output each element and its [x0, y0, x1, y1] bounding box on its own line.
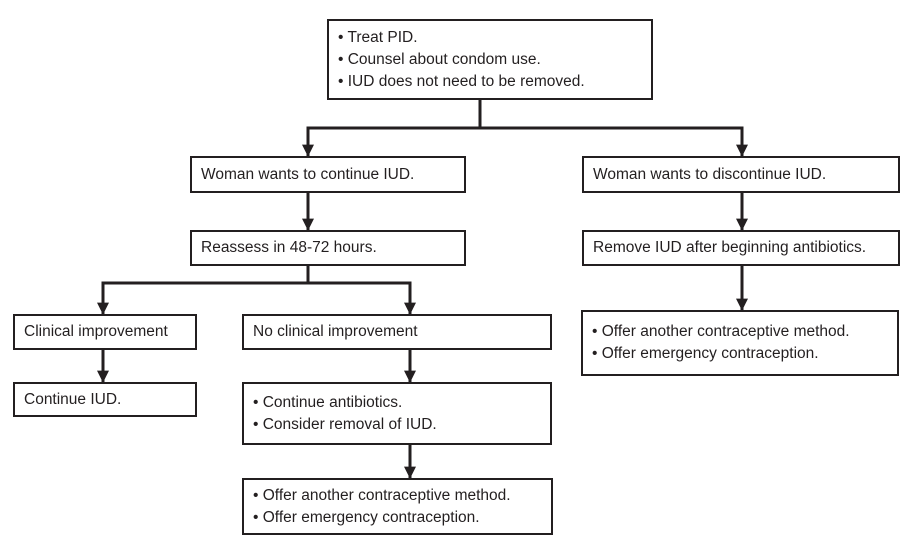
node-line: • IUD does not need to be removed. — [338, 72, 585, 90]
node-line: Reassess in 48-72 hours. — [201, 239, 377, 256]
node-treat-pid: • Treat PID. • Counsel about condom use.… — [327, 19, 653, 100]
node-continue-iud: Continue IUD. — [13, 382, 197, 417]
node-line: • Consider removal of IUD. — [253, 415, 437, 433]
connector-to-no-clinical-improvement — [308, 281, 416, 315]
node-offer-after-removal: • Offer another contraceptive method. • … — [581, 310, 899, 376]
node-line: • Offer emergency contraception. — [253, 508, 480, 526]
connector-to-wants-continue — [302, 126, 480, 157]
node-remove-iud: Remove IUD after beginning antibiotics. — [582, 230, 900, 266]
node-reassess: Reassess in 48-72 hours. — [190, 230, 466, 266]
node-line: Remove IUD after beginning antibiotics. — [593, 239, 867, 256]
node-line: No clinical improvement — [253, 323, 418, 340]
node-clinical-improvement: Clinical improvement — [13, 314, 197, 350]
node-line: • Treat PID. — [338, 28, 418, 46]
node-line: • Offer emergency contraception. — [592, 345, 819, 362]
node-line: Clinical improvement — [24, 323, 168, 340]
node-wants-discontinue: Woman wants to discontinue IUD. — [582, 156, 900, 193]
node-line: Continue IUD. — [24, 390, 122, 408]
node-line: Woman wants to continue IUD. — [201, 165, 415, 183]
node-line: • Counsel about condom use. — [338, 50, 541, 68]
node-line: • Continue antibiotics. — [253, 393, 403, 411]
node-line: • Offer another contraceptive method. — [592, 323, 850, 340]
node-offer-after-no-improvement: • Offer another contraceptive method. • … — [242, 478, 553, 535]
connector-to-clinical-improvement — [97, 281, 308, 315]
node-wants-continue: Woman wants to continue IUD. — [190, 156, 466, 193]
node-line: Woman wants to discontinue IUD. — [593, 165, 827, 183]
connector-to-wants-discontinue — [480, 126, 748, 157]
node-continue-antibiotics: • Continue antibiotics. • Consider remov… — [242, 382, 552, 445]
node-line: • Offer another contraceptive method. — [253, 486, 511, 504]
node-no-clinical-improvement: No clinical improvement — [242, 314, 552, 350]
